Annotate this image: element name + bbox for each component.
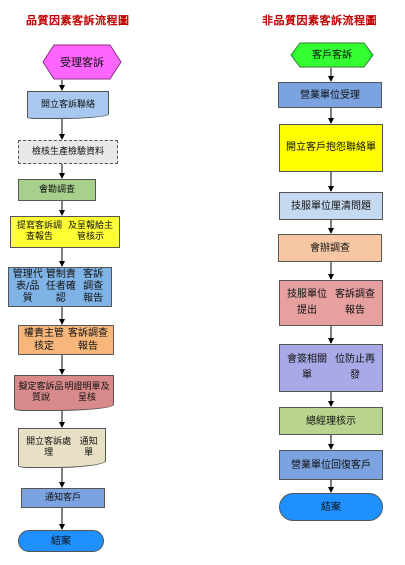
left-step-5-line-2: 及呈報給主管核示 xyxy=(67,221,113,242)
right-step-6: 技服單位提出 客訴調查報告 xyxy=(279,280,383,326)
left-step-8-line-2: 明證明單及呈核 xyxy=(64,382,110,403)
right-step-8-line-1: 總經理核示 xyxy=(306,415,356,427)
left-step-start: 受理客訴 xyxy=(42,44,122,80)
right-step-5: 會辦調查 xyxy=(278,234,382,262)
left-step-6-line-2: 管制責任者確認 xyxy=(45,269,76,304)
right-step-9: 營業單位回復客戶 xyxy=(279,450,383,480)
left-step-3: 檢核生產檢驗資料 xyxy=(18,140,118,164)
left-step-3-line-1: 檢核生產檢驗資料 xyxy=(31,146,104,157)
left-step-8-line-1: 擬定客訴品質說 xyxy=(18,382,64,403)
hexagon-shape xyxy=(290,42,374,68)
left-step-9-line-1: 開立客訴處理 xyxy=(26,437,72,458)
right-step-2-line-1: 營業單位受理 xyxy=(300,89,360,101)
right-step-7: 會簽相關單 位防止再發 xyxy=(279,344,383,392)
right-step-4: 技服單位厘清問題 xyxy=(279,192,383,220)
left-step-6: 管理代表/品質 管制責任者確認 客訴調查報告 xyxy=(8,267,112,307)
left-step-7: 權責主管核定 客訴調查報告 xyxy=(18,325,114,355)
left-step-10: 通知客戶 xyxy=(21,488,105,508)
left-step-4: 會勘調查 xyxy=(18,179,96,201)
left-step-9: 開立客訴處理 通知單 xyxy=(18,428,106,468)
left-step-8: 擬定客訴品質說 明證明單及呈核 xyxy=(14,375,114,411)
left-step-2: 開立客訴聯絡 xyxy=(27,91,109,119)
right-step-3-line-1: 開立 xyxy=(286,142,306,153)
right-step-start-label: 客戶客訴 xyxy=(312,49,352,61)
hexagon-shape xyxy=(42,44,122,80)
left-step-7-line-2: 客訴調查報告 xyxy=(68,328,108,352)
right-step-start: 客戶客訴 xyxy=(290,42,374,68)
left-chart-title: 品質因素客訴流程圖 xyxy=(26,14,130,27)
right-step-2: 營業單位受理 xyxy=(278,82,382,108)
left-step-5: 提寫客訴調查報告 及呈報給主管核示 xyxy=(10,216,120,248)
right-step-7-line-2: 位防止再發 xyxy=(335,354,375,381)
right-step-4-line-1: 技服單位厘清問題 xyxy=(291,200,371,212)
left-step-7-line-1: 權責主管核定 xyxy=(24,328,64,352)
left-step-end: 結案 xyxy=(18,530,104,552)
right-step-3-line-2: 客戶抱怨聯絡單 xyxy=(306,142,376,153)
right-step-end-label: 結案 xyxy=(321,501,341,513)
right-step-7-line-1: 會簽相關單 xyxy=(287,354,327,381)
left-step-4-line-1: 會勘調查 xyxy=(38,184,75,195)
left-step-end-label: 結案 xyxy=(51,535,71,547)
right-step-3: 開立 客戶抱怨聯絡單 xyxy=(279,124,383,172)
right-step-9-line-1: 營業單位回復客戶 xyxy=(291,459,371,471)
right-step-6-line-1: 技服單位提出 xyxy=(287,289,327,316)
right-step-5-line-1: 會辦調查 xyxy=(310,242,350,254)
right-step-end: 結案 xyxy=(279,493,383,521)
right-step-6-line-2: 客訴調查報告 xyxy=(335,289,375,316)
right-chart-title: 非品質因素客訴流程圖 xyxy=(262,14,377,27)
left-step-2-line-1: 開立客訴聯絡 xyxy=(40,99,95,110)
left-step-6-line-1: 管理代表/品質 xyxy=(12,269,43,304)
left-step-start-label: 受理客訴 xyxy=(60,55,104,69)
left-step-5-line-1: 提寫客訴調查報告 xyxy=(16,221,62,242)
right-step-8: 總經理核示 xyxy=(279,407,383,435)
left-step-9-line-2: 通知單 xyxy=(79,437,98,458)
left-step-6-line-3: 客訴調查報告 xyxy=(83,269,104,304)
left-step-10-line-1: 通知客戶 xyxy=(44,492,81,503)
